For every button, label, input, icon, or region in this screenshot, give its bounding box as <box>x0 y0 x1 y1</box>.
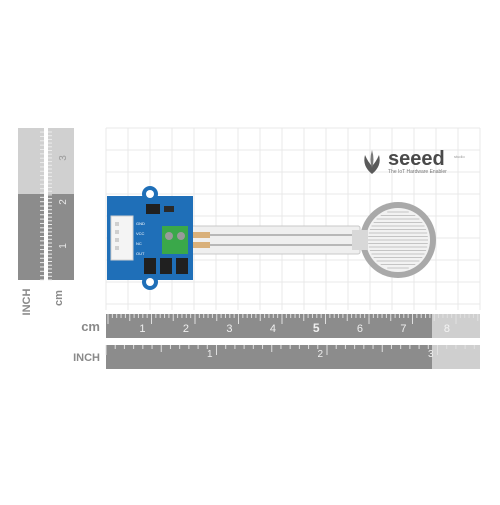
inch-tick-label: 1 <box>207 349 213 360</box>
board-pin-label: GND <box>136 221 145 226</box>
ic-chip <box>144 258 156 274</box>
sensor-pin <box>190 242 210 248</box>
vertical-ruler-inch-unit: INCH <box>21 289 33 316</box>
sensor-neck <box>352 230 368 250</box>
horizontal-inch-ruler <box>106 345 432 369</box>
cm-tick-label: 3 <box>226 323 232 335</box>
vertical-ruler-ticks <box>40 131 52 281</box>
brand-name: seeed <box>388 148 445 170</box>
ic-chip <box>176 258 188 274</box>
grove-connector <box>110 215 134 261</box>
smd-component <box>164 206 174 212</box>
cm-tick-label: 2 <box>183 323 189 335</box>
vertical-inch-tick-label: 3 <box>58 155 69 161</box>
grove-board: GND VCC NC OUT <box>107 186 193 290</box>
brand-logo: seeed studio The IoT Hardware Enabler <box>362 148 472 180</box>
cm-tick-label: 1 <box>139 323 145 335</box>
terminal-screw <box>177 232 185 240</box>
horizontal-ruler-ticks <box>105 314 479 355</box>
cm-tick-label: 6 <box>357 323 363 335</box>
sensor-pin <box>190 232 210 238</box>
terminal-block <box>162 226 188 254</box>
connector-pin <box>115 246 119 250</box>
force-sensor <box>189 202 436 278</box>
vertical-inch-tick-label: 1 <box>58 243 69 249</box>
vertical-ruler-cm-unit: cm <box>53 290 65 306</box>
sensor-strip <box>189 225 361 255</box>
inch-tick-label: 3 <box>428 349 434 360</box>
connector-pin <box>115 222 119 226</box>
seeed-logo-icon <box>364 150 380 174</box>
vertical-ruler-cm-dark <box>18 194 44 280</box>
sensor-pad-pattern <box>368 211 428 269</box>
board-pin-label: VCC <box>136 231 145 236</box>
board-pin-label: OUT <box>136 251 145 256</box>
board-pin-label: NC <box>136 241 142 246</box>
cm-tick-label: 8 <box>444 323 450 335</box>
mount-hole-top-center <box>146 190 154 198</box>
cm-tick-label: 5 <box>313 321 320 335</box>
vertical-inch-tick-label: 2 <box>58 199 69 205</box>
cm-tick-label: 7 <box>400 323 406 335</box>
horizontal-ruler: 1 2 3 4 5 6 7 8 1 2 3 cm INCH <box>73 314 480 369</box>
inch-tick-label: 2 <box>317 349 323 360</box>
connector-pin <box>115 230 119 234</box>
horizontal-ruler-labels: 1 2 3 4 5 6 7 8 1 2 3 <box>139 321 450 360</box>
vertical-ruler: 1 2 3 INCH cm <box>18 128 74 315</box>
ic-chip <box>146 204 160 214</box>
mount-hole-bottom-center <box>146 278 154 286</box>
brand-tagline: The IoT Hardware Enabler <box>388 169 447 175</box>
cm-tick-label: 4 <box>270 323 276 335</box>
horizontal-inch-unit: INCH <box>73 352 100 364</box>
terminal-screw <box>165 232 173 240</box>
ic-chip <box>160 258 172 274</box>
connector-pin <box>115 238 119 242</box>
horizontal-cm-unit: cm <box>81 319 100 334</box>
brand-mini: studio <box>454 154 465 159</box>
vertical-ruler-inch-dark <box>48 194 74 280</box>
